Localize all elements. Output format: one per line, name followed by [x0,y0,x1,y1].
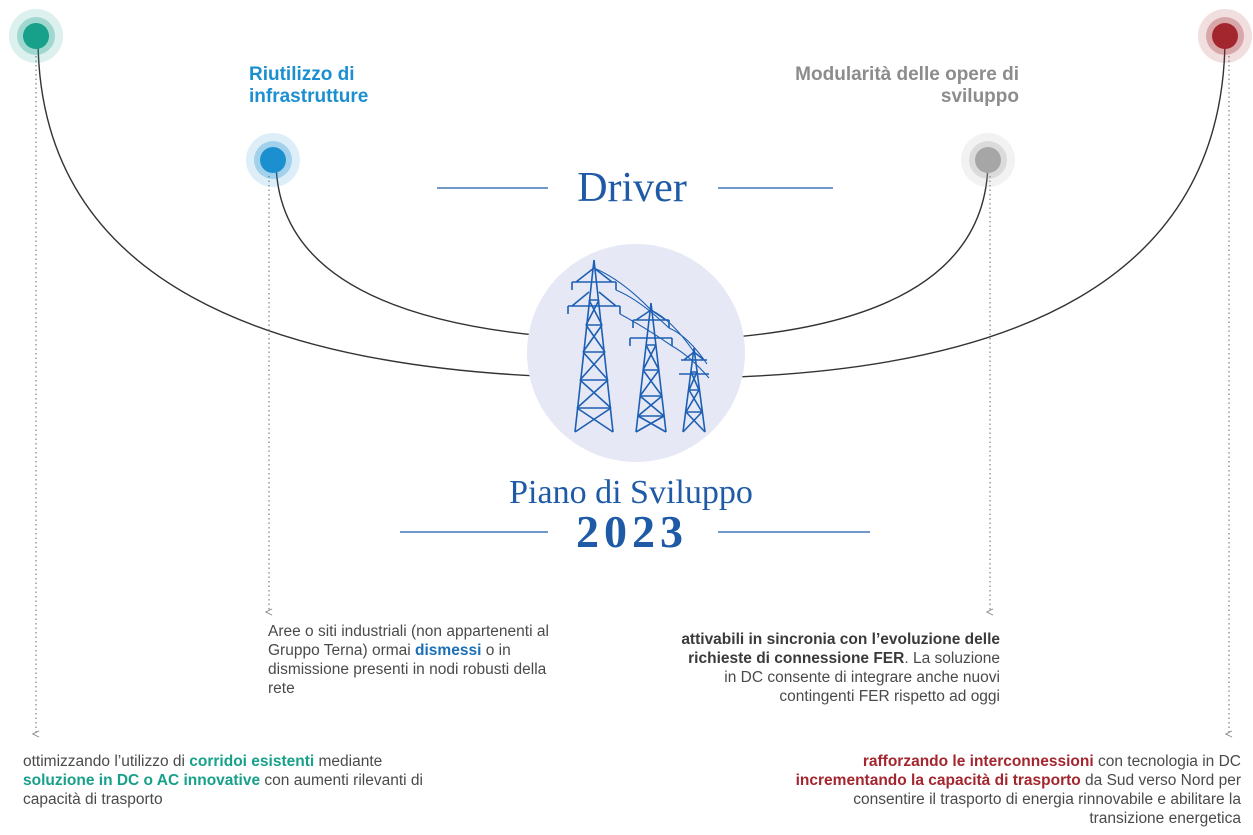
driver-label-modularity: Modularità delle opere di sviluppo [795,64,1019,107]
description-text: da Sud verso Nord per consentire il tras… [853,772,1241,827]
description-highlight: soluzione in DC o AC innovative [23,772,261,789]
node-blue [246,133,300,187]
description-text: . La soluzione in DC consente di integra… [724,650,1000,705]
description-reuse-sites: Aree o siti industriali (non appartenent… [268,622,568,698]
plan-title: Piano di Sviluppo [509,474,753,511]
description-text: ottimizzando l’utilizzo di [23,753,190,770]
driver-label-infrastructure-reuse: Riutilizzo di infrastrutture [249,64,369,107]
arc-outer-left [37,39,651,379]
description-highlight: dismessi [415,642,482,659]
description-highlight: corridoi esistenti [189,753,315,770]
node-red [1198,9,1252,63]
description-interconnections: rafforzando le interconnessioni con tecn… [781,752,1241,828]
arc-outer-right [649,39,1226,379]
description-highlight: incrementando la capacità di trasporto [795,772,1081,789]
description-text: con tecnologia in DC [1093,753,1241,770]
description-highlight: attivabili in sincronia con l’evoluzione… [681,631,1000,667]
driver-title: Driver [577,165,687,211]
node-grey [961,133,1015,187]
description-text: mediante [314,753,383,770]
description-corridors: ottimizzando l’utilizzo di corridoi esis… [23,752,453,809]
node-green [9,9,63,63]
plan-year: 2023 [576,506,688,557]
description-text: Aree o siti industriali (non appartenent… [268,623,549,659]
description-modularity: attivabili in sincronia con l’evoluzione… [680,630,1000,706]
power-pylons-icon [567,259,710,433]
description-text: o in dismissione presenti in nodi robust… [268,642,547,697]
description-text: con aumenti rilevanti di capacità di tra… [23,772,423,808]
description-highlight: rafforzando le interconnessioni [862,753,1094,770]
